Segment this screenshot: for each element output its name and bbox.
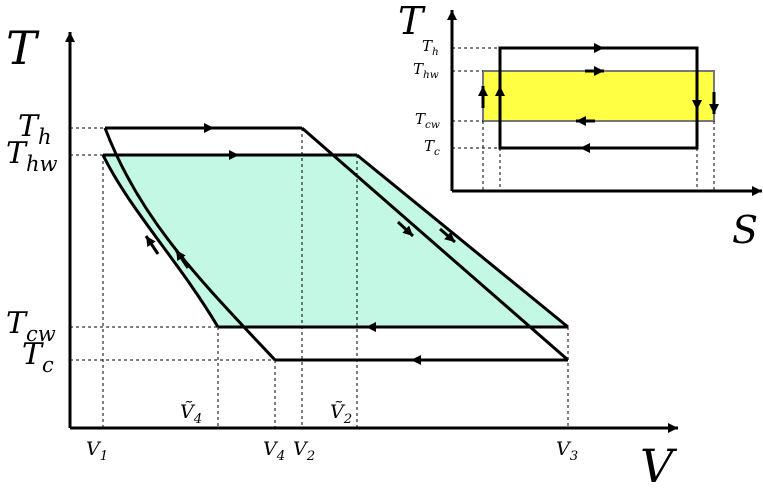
- tick-label-tc: Tc: [22, 337, 54, 377]
- tv-y-axis-label: T: [6, 21, 40, 75]
- tick-label-th: Th: [18, 109, 52, 149]
- tv-direction-arrows: [144, 123, 456, 365]
- tick-label-v4: V4: [263, 438, 285, 464]
- tv-x-axis-label: V: [640, 439, 678, 491]
- tick-label-v3: V3: [556, 438, 578, 464]
- tv-working-region-fill: [103, 155, 568, 327]
- tick-label-tcw: Tcw: [6, 306, 56, 346]
- tick-label-thw: Thw: [6, 136, 58, 176]
- tick-label-v4-tilde: Ṽ4: [180, 401, 202, 427]
- arrow-up-outer-compression: [174, 249, 190, 269]
- ts-x-axis-label: S: [732, 208, 758, 252]
- ts-dashed-guides: [452, 47, 715, 191]
- arrow-down-outer-expansion: [439, 227, 456, 244]
- tv-dashed-guides: [70, 127, 569, 428]
- ts-axes: [447, 10, 762, 196]
- ts-tick-label-th: Th: [422, 37, 439, 58]
- ts-y-axis-label: T: [398, 0, 426, 43]
- arrow-up-inner-compression: [144, 235, 160, 255]
- ts-working-region-fill: [482, 70, 715, 122]
- tick-label-v2: V2: [293, 438, 315, 464]
- ts-tick-label-tc: Tc: [424, 137, 440, 158]
- tick-label-v2-tilde: Ṽ2: [330, 401, 352, 427]
- ts-tick-label-thw: Thw: [413, 60, 439, 81]
- ts-tick-label-tcw: Tcw: [415, 110, 440, 131]
- main-plot: T V Th Thw Tcw Tc V1 V4 V2 V3 Ṽ4 Ṽ2: [6, 21, 678, 491]
- inset-plot: T S Th Thw Tcw Tc: [398, 0, 762, 252]
- tick-label-v1: V1: [86, 438, 108, 464]
- tv-axes: [65, 32, 678, 433]
- ts-direction-arrows: [478, 43, 719, 153]
- arrow-down-inner-expansion: [396, 220, 415, 238]
